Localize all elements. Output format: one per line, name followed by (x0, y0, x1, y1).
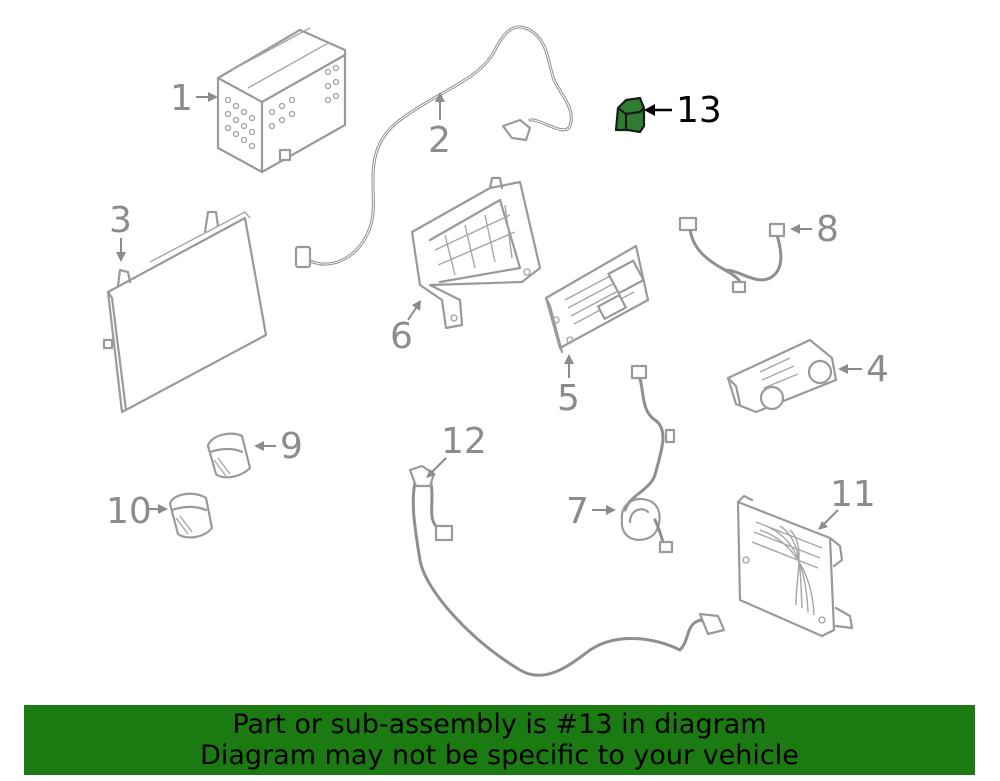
callout-label-2: 2 (428, 120, 451, 161)
callout-4: 4 (838, 349, 889, 390)
part-7-harness (620, 364, 676, 554)
callout-1: 1 (170, 78, 218, 119)
callout-13: 13 (644, 90, 722, 131)
callout-label-3: 3 (109, 200, 132, 241)
callout-6: 6 (390, 300, 421, 357)
part-1-head-unit (216, 27, 347, 174)
banner-line-1: Part or sub-assembly is #13 in diagram (232, 709, 767, 740)
callout-5: 5 (557, 354, 580, 419)
part-10-speaker (168, 492, 214, 539)
part-3-display (102, 210, 268, 414)
parts-diagram: 1 2 3 6 (102, 25, 889, 677)
callout-label-10: 10 (106, 491, 152, 532)
part-13-highlighted (614, 96, 646, 134)
part-11-amplifier (736, 494, 854, 638)
part-9-speaker (206, 432, 252, 479)
part-8-harness (678, 216, 786, 294)
callout-label-6: 6 (390, 316, 413, 357)
callout-label-4: 4 (866, 349, 889, 390)
callout-label-12: 12 (441, 421, 487, 462)
part-4-climate-panel (726, 338, 838, 414)
callout-label-13: 13 (676, 90, 722, 131)
callout-10: 10 (106, 491, 168, 532)
part-6-bracket (410, 176, 542, 330)
part-2-wire-harness (294, 25, 573, 269)
callout-3: 3 (109, 200, 132, 262)
callout-label-11: 11 (830, 474, 876, 515)
callout-label-5: 5 (557, 378, 580, 419)
callout-2: 2 (428, 92, 451, 161)
part-12-harness (408, 464, 726, 677)
callout-9: 9 (254, 426, 303, 467)
info-banner: Part or sub-assembly is #13 in diagram D… (24, 705, 975, 775)
callout-label-1: 1 (170, 78, 193, 119)
callout-label-9: 9 (280, 426, 303, 467)
callout-7: 7 (566, 491, 616, 532)
callout-12: 12 (426, 421, 487, 478)
callout-8: 8 (790, 209, 839, 250)
callout-label-8: 8 (816, 209, 839, 250)
callout-11: 11 (818, 474, 876, 530)
part-5-control-module (544, 244, 650, 354)
banner-line-2: Diagram may not be specific to your vehi… (200, 740, 799, 771)
callout-label-7: 7 (566, 491, 589, 532)
